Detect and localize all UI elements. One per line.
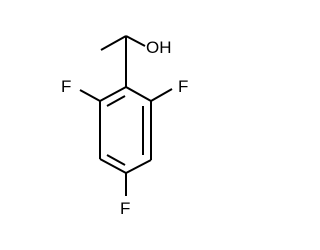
ring-bond-bottom-lowerleft bbox=[99, 158, 127, 174]
ring-double-bond-top-left bbox=[106, 95, 126, 107]
fluorine-left-label: F bbox=[61, 77, 71, 96]
hydroxyl-label: OH bbox=[146, 38, 172, 57]
bond-methyl-carbinol bbox=[100, 35, 127, 51]
fluorine-right-label: F bbox=[178, 77, 188, 96]
ring-bond-lowerright-bottom bbox=[125, 159, 152, 174]
bond-ring-fluorine-right bbox=[150, 88, 173, 102]
structure-diagram: OH F F F bbox=[61, 35, 188, 218]
ring-double-bond-bottom-left bbox=[106, 154, 126, 166]
ring-bond-upperleft-top bbox=[99, 86, 127, 102]
bond-carbinol-oxygen bbox=[125, 35, 146, 47]
ring-bond-top-upperright bbox=[125, 86, 152, 102]
fluorine-bottom-label: F bbox=[120, 199, 130, 218]
bond-ring-fluorine-left bbox=[79, 89, 101, 102]
